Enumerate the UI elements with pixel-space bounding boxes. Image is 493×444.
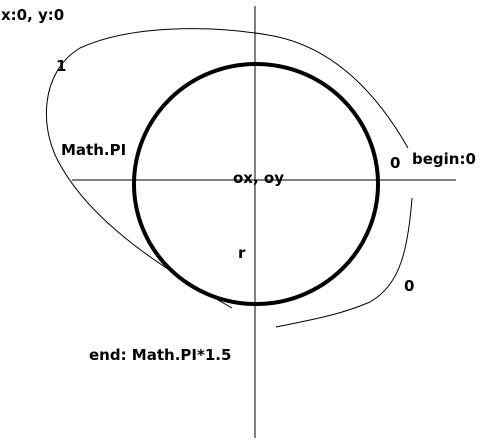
angle-one-label: 1 <box>56 57 67 75</box>
radius-label: r <box>238 244 246 262</box>
main-circle <box>132 62 380 306</box>
outer-arc-path <box>46 28 409 309</box>
lower-right-arc-path <box>275 197 413 328</box>
end-label: end: Math.PI*1.5 <box>89 346 232 364</box>
math-pi-label: Math.PI <box>61 141 127 159</box>
origin-label: x:0, y:0 <box>1 6 65 24</box>
zero-top-label: 0 <box>390 154 401 172</box>
begin-label: begin:0 <box>412 150 476 168</box>
zero-bottom-label: 0 <box>404 277 415 295</box>
center-label: ox, oy <box>233 169 284 187</box>
